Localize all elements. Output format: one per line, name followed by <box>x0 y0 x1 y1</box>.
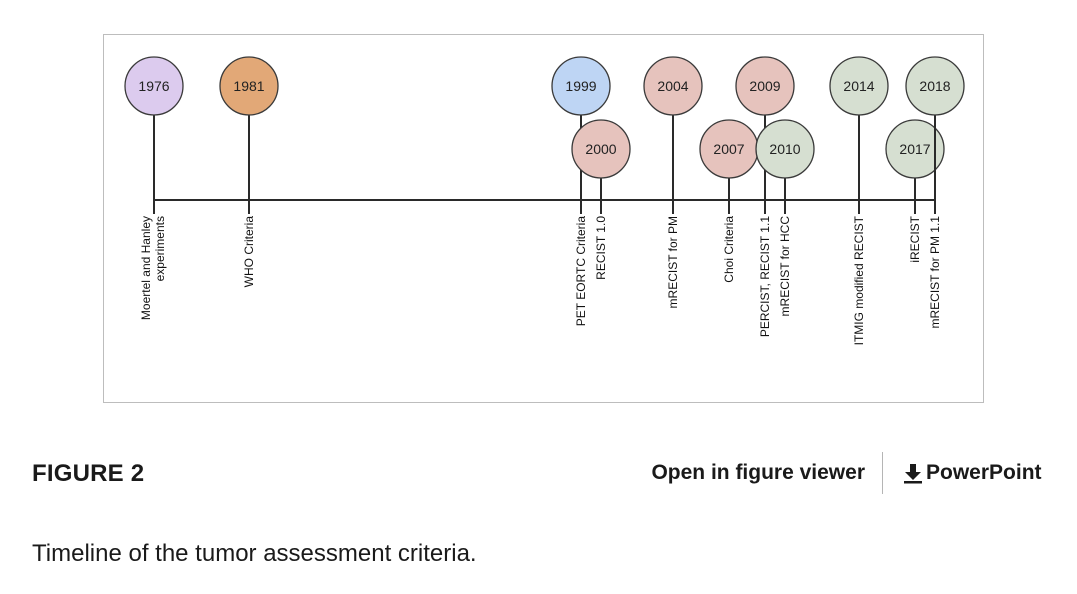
year-label: 2000 <box>585 141 616 157</box>
timeline-event-2017: 2017 iRECIST <box>885 119 945 263</box>
year-label: 2007 <box>713 141 744 157</box>
event-label: RECIST 1.0 <box>594 216 608 280</box>
year-node <box>571 119 631 179</box>
figure-label: FIGURE 2 <box>32 460 145 487</box>
figure-footer: FIGURE 2 Open in figure viewer PowerPoin… <box>0 450 1077 496</box>
event-label: Choi Criteria <box>722 216 736 283</box>
event-label: ITMIG modified RECIST <box>852 215 866 345</box>
year-label: 1981 <box>233 78 264 94</box>
year-node <box>905 56 965 116</box>
timeline-event-2004: 2004 mRECIST for PM <box>643 56 703 308</box>
download-icon <box>904 464 922 484</box>
year-label: 1999 <box>565 78 596 94</box>
powerpoint-download-link[interactable]: PowerPoint <box>902 461 1042 485</box>
event-label: mRECIST for PM 1.1 <box>928 216 942 329</box>
year-node <box>124 56 184 116</box>
event-label: mRECIST for PM <box>666 216 680 308</box>
event-label: iRECIST <box>908 215 922 262</box>
year-label: 2009 <box>749 78 780 94</box>
event-label: Moertel and Hanley <box>139 216 153 320</box>
year-node <box>219 56 279 116</box>
year-label: 2018 <box>919 78 950 94</box>
figure-caption: Timeline of the tumor assessment criteri… <box>32 540 477 567</box>
year-label: 2004 <box>657 78 688 94</box>
event-label: PET EORTC Criteria <box>574 216 588 327</box>
powerpoint-label: PowerPoint <box>926 461 1042 484</box>
timeline-event-2010: 2010 mRECIST for HCC <box>755 119 815 317</box>
event-label: experiments <box>153 216 167 281</box>
year-label: 2014 <box>843 78 874 94</box>
year-node <box>735 56 795 116</box>
year-label: 2010 <box>769 141 800 157</box>
year-label: 1976 <box>138 78 169 94</box>
year-node <box>551 56 611 116</box>
footer-divider <box>882 452 883 494</box>
year-node <box>885 119 945 179</box>
year-label: 2017 <box>899 141 930 157</box>
year-node <box>829 56 889 116</box>
event-label: mRECIST for HCC <box>778 216 792 317</box>
event-label: WHO Criteria <box>242 216 256 288</box>
year-node <box>755 119 815 179</box>
open-figure-viewer-link[interactable]: Open in figure viewer <box>651 461 865 484</box>
event-label: PERCIST, RECIST 1.1 <box>758 216 772 337</box>
year-node <box>643 56 703 116</box>
timeline-event-2018: 2018 mRECIST for PM 1.1 <box>905 56 965 329</box>
